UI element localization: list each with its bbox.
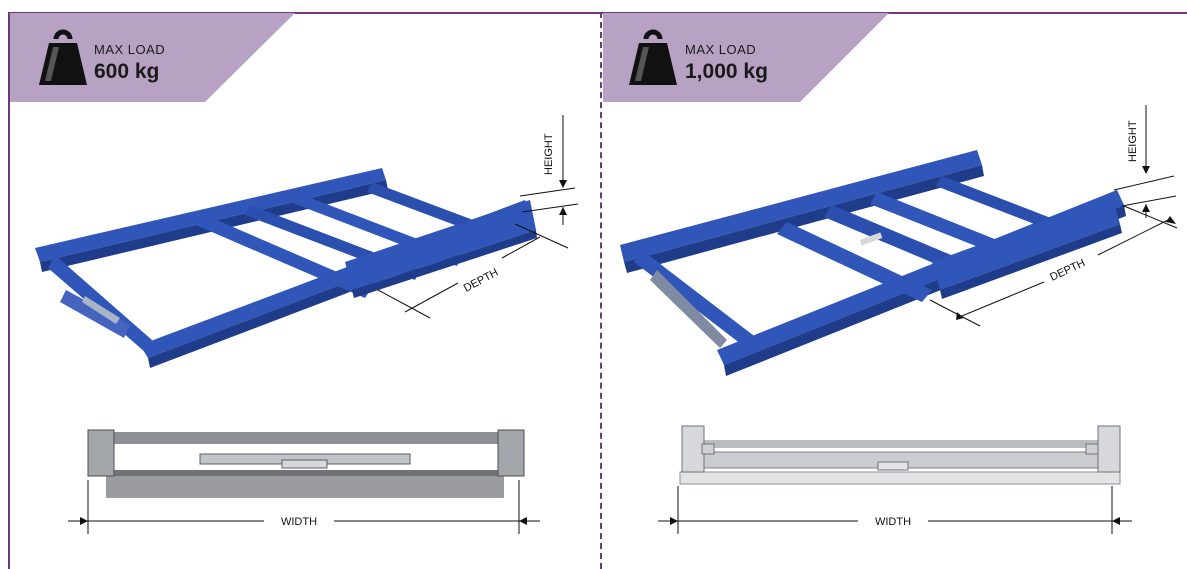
- max-load-value: 600 kg: [94, 60, 160, 83]
- panel-divider: [600, 12, 602, 569]
- top-border: [8, 12, 1187, 14]
- left-border: [8, 12, 10, 569]
- max-load-value: 1,000 kg: [685, 60, 768, 83]
- weight-icon: [39, 29, 87, 85]
- depth-label: DEPTH: [462, 267, 501, 295]
- isometric-frame: [35, 168, 537, 368]
- width-label: WIDTH: [281, 516, 317, 528]
- max-load-label: MAX LOAD: [685, 42, 757, 57]
- slide-frame-600-drawing: HEIGHT DEPTH WIDTH: [35, 115, 579, 534]
- width-dimension: WIDTH: [658, 486, 1132, 534]
- depth-label: DEPTH: [1048, 257, 1087, 284]
- panel-1000kg: MAX LOAD 1,000 kg HEIGHT: [602, 0, 1187, 569]
- panel-600kg: MAX LOAD 600 kg HEIGHT: [10, 13, 579, 534]
- height-label: HEIGHT: [1127, 120, 1139, 162]
- slide-frame-1000-drawing: HEIGHT DEPTH WIDTH: [620, 105, 1178, 534]
- max-load-badge: MAX LOAD 600 kg: [10, 13, 295, 103]
- max-load-badge: MAX LOAD 1,000 kg: [603, 13, 889, 103]
- width-dimension: WIDTH: [68, 480, 540, 534]
- isometric-frame: [620, 150, 1126, 376]
- weight-icon: [629, 29, 677, 85]
- height-label: HEIGHT: [543, 133, 555, 175]
- height-dimension: HEIGHT: [519, 115, 579, 225]
- width-label: WIDTH: [875, 516, 911, 528]
- front-view-frame: [87, 429, 525, 498]
- height-dimension: HEIGHT: [1113, 105, 1177, 218]
- max-load-label: MAX LOAD: [94, 42, 166, 57]
- front-view-frame: [679, 425, 1121, 485]
